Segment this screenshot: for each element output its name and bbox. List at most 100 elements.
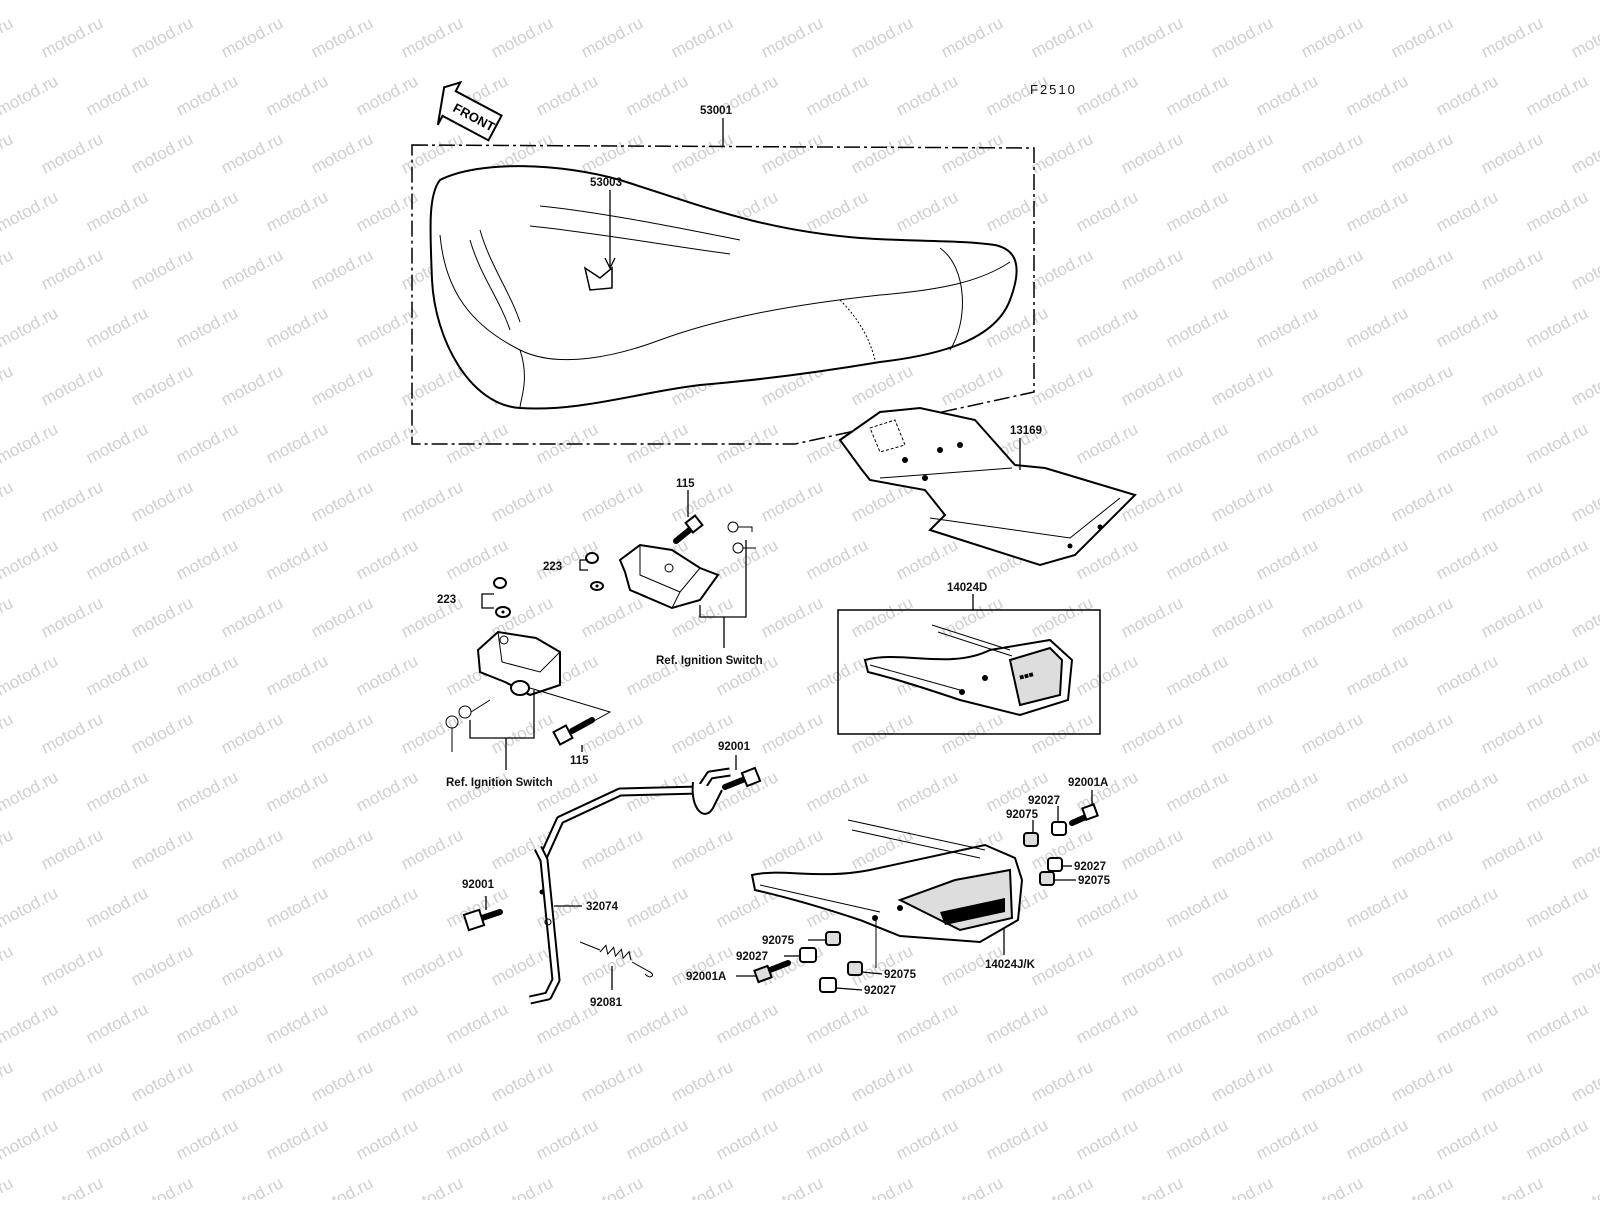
watermark-text: motod.ru [38,1173,106,1200]
watermark-text: motod.ru [983,1115,1051,1163]
watermark-text: motod.ru [938,593,1006,641]
watermark-text: motod.ru [1298,129,1366,177]
watermark-text: motod.ru [803,535,871,583]
watermark-text: motod.ru [803,651,871,699]
watermark-text: motod.ru [128,245,196,293]
watermark-text: motod.ru [173,767,241,815]
watermark-text: motod.ru [1208,1173,1276,1200]
watermark-text: motod.ru [1118,361,1186,409]
watermark-text: motod.ru [218,709,286,757]
watermark-text: motod.ru [848,1057,916,1105]
watermark-text: motod.ru [1073,651,1141,699]
watermark-text: motod.ru [1343,1115,1411,1163]
watermark-text: motod.ru [668,129,736,177]
watermark-text: motod.ru [758,1057,826,1105]
watermark-text: motod.ru [263,651,331,699]
watermark-text: motod.ru [1208,593,1276,641]
watermark-text: motod.ru [308,709,376,757]
watermark-text: motod.ru [803,999,871,1047]
watermark-text: motod.ru [1073,883,1141,931]
watermark-text: motod.ru [1388,245,1456,293]
watermark-text: motod.ru [218,1173,286,1200]
watermark-text: motod.ru [0,825,16,873]
watermark-text: motod.ru [128,1057,196,1105]
watermark-text: motod.ru [0,0,61,4]
watermark-text: motod.ru [578,1173,646,1200]
watermark-text: motod.ru [0,129,16,177]
nut-92075-r2-icon [1039,871,1055,886]
watermark-text: motod.ru [668,13,736,61]
watermark-text: motod.ru [1568,477,1600,525]
watermark-text: motod.ru [1433,535,1501,583]
watermark-text: motod.ru [1118,709,1186,757]
watermark-text: motod.ru [83,187,151,235]
lower-key-icon [445,699,491,752]
watermark-text: motod.ru [1118,13,1186,61]
watermark-text: motod.ru [1388,1173,1456,1200]
watermark-text: motod.ru [1253,419,1321,467]
watermark-text: motod.ru [218,941,286,989]
watermark-text: motod.ru [668,1057,736,1105]
watermark-text: motod.ru [263,999,331,1047]
watermark-text: motod.ru [488,1057,556,1105]
watermark-text: motod.ru [308,825,376,873]
label-collar-92027-r1: 92027 [1028,795,1060,807]
watermark-text: motod.ru [1208,709,1276,757]
watermark-text: motod.ru [1523,651,1591,699]
watermark-text: motod.ru [1433,0,1501,4]
label-seat-pan: 13169 [1010,425,1042,437]
watermark-text: motod.ru [1028,1173,1096,1200]
watermark-text: motod.ru [1568,941,1600,989]
watermark-text: motod.ru [128,129,196,177]
watermark-text: motod.ru [0,71,61,119]
watermark-text: motod.ru [443,767,511,815]
watermark-text: motod.ru [488,13,556,61]
watermark-text: motod.ru [173,883,241,931]
collar-92027-l2-icon [819,977,837,993]
watermark-text: motod.ru [578,593,646,641]
watermark-text: motod.ru [398,825,466,873]
watermark-text: motod.ru [308,13,376,61]
watermark-text: motod.ru [83,419,151,467]
lower-bolt-icon [552,717,595,746]
watermark-text: motod.ru [38,129,106,177]
collar-92027-r2-icon [1047,857,1063,872]
nut-92075-l2-icon [847,961,863,976]
watermark-text: motod.ru [488,709,556,757]
watermark-text: motod.ru [83,767,151,815]
watermark-text: motod.ru [38,825,106,873]
collar-92027-l1-icon [799,947,817,963]
watermark-text: motod.ru [308,361,376,409]
watermark-text: motod.ru [443,999,511,1047]
watermark-text: motod.ru [38,1057,106,1105]
diagram-code: F2510 [1030,82,1077,97]
watermark-text: motod.ru [38,477,106,525]
watermark-text: motod.ru [1118,129,1186,177]
watermark-text: motod.ru [1163,535,1231,583]
watermark-text: motod.ru [1028,129,1096,177]
watermark-text: motod.ru [353,187,421,235]
watermark-text: motod.ru [1073,419,1141,467]
left-hardware-group: 92075 92027 92001A 92075 92027 [686,920,917,997]
label-bolt-92001-left: 92001 [462,879,495,891]
watermark-text: motod.ru [1028,245,1096,293]
watermark-text: motod.ru [1568,1057,1600,1105]
watermark-text: motod.ru [1298,477,1366,525]
watermark-text: motod.ru [1478,13,1546,61]
watermark-text: motod.ru [713,535,781,583]
watermark-text: motod.ru [263,0,331,4]
watermark-text: motod.ru [398,709,466,757]
watermark-text: motod.ru [353,883,421,931]
watermark-text: motod.ru [1478,361,1546,409]
watermark-text: motod.ru [0,245,16,293]
watermark-text: motod.ru [38,941,106,989]
watermark-text: motod.ru [1163,999,1231,1047]
watermark-text: motod.ru [308,245,376,293]
watermark-text: motod.ru [1478,593,1546,641]
watermark-text: motod.ru [803,71,871,119]
label-nut-92075-r1: 92075 [1006,809,1039,821]
watermark-text: motod.ru [1163,419,1231,467]
watermark-text: motod.ru [1298,1173,1366,1200]
watermark-text: motod.ru [1208,361,1276,409]
